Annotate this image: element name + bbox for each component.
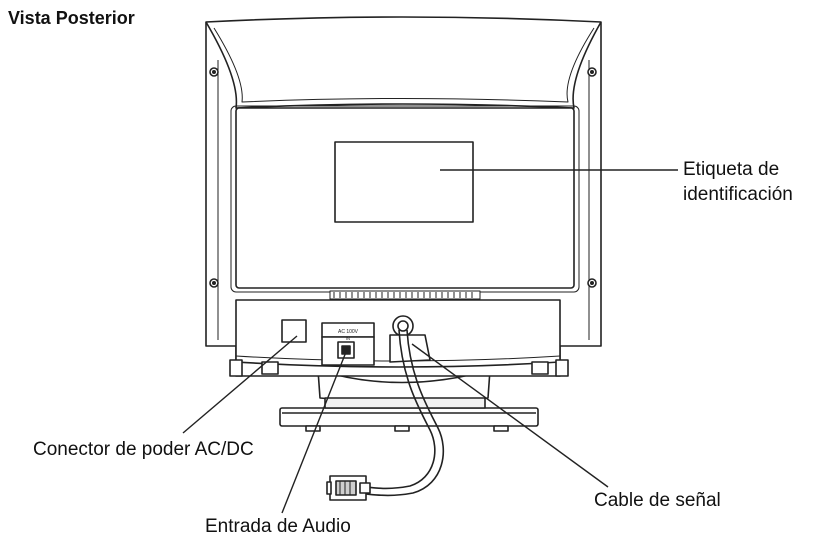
leader-lines (182, 169, 678, 514)
power-panel-marking: AC 100V (338, 329, 359, 335)
stand-base (279, 369, 539, 432)
audio-input-plate (321, 322, 375, 366)
label-power-connector: Conector de poder AC/DC (33, 439, 254, 460)
leader-audio-input (281, 351, 347, 514)
label-identification: Etiqueta de identificación (683, 157, 793, 207)
label-identification-line-2: identificación (683, 184, 793, 205)
label-audio-input: Entrada de Audio (205, 516, 351, 537)
leader-power-connector (182, 335, 298, 434)
leader-signal-cable (411, 343, 609, 488)
power-connector-socket (281, 319, 307, 343)
label-signal-cable: Cable de señal (594, 490, 721, 511)
identification-label (334, 141, 474, 223)
label-identification-line-1: Etiqueta de (683, 159, 780, 180)
vent-strip (329, 290, 481, 300)
diagram-title: Vista Posterior (8, 8, 135, 28)
audio-panel-marking: IN (346, 336, 350, 341)
signal-cable (364, 329, 445, 497)
d-sub-plug (326, 475, 371, 501)
